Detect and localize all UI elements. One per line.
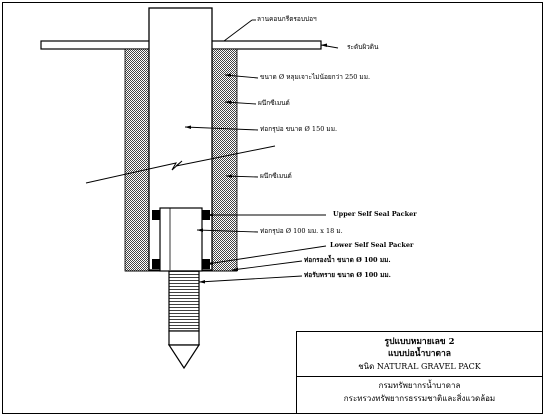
screen-pipe <box>168 270 200 332</box>
type-line: ชนิด NATURAL GRAVEL PACK <box>358 362 481 371</box>
label-sand-trap: ท่อรับทราย ขนาด Ø 100 มม. <box>304 271 391 279</box>
upper-packer-left <box>152 210 160 220</box>
label-well-platform: ลานคอนกรีตรอบบ่อฯ <box>257 15 317 23</box>
ministry-name: กระทรวงทรัพยากรธรรมชาติและสิ่งแวดล้อม <box>343 394 496 403</box>
figure-title: แบบบ่อน้ำบาดาล <box>387 349 452 359</box>
label-borehole-diameter: ขนาด Ø หลุมเจาะไม่น้อยกว่า 250 มม. <box>260 73 371 81</box>
inner-casing-100 <box>159 207 203 272</box>
break-line <box>85 145 276 184</box>
department-name: กรมทรัพยากรน้ำบาดาล <box>378 381 461 390</box>
upper-packer-right <box>202 210 210 220</box>
title-block-divider <box>297 376 542 377</box>
arrowheads <box>185 43 327 284</box>
bottom-cone <box>167 344 201 370</box>
label-ground-level: ระดับผิวดิน <box>347 43 379 51</box>
label-inner-casing: ท่อกรุบ่อ Ø 100 มม. x 18 ม. <box>260 227 343 235</box>
label-cement-seal-upper: ผนึกซีเมนต์ <box>258 99 290 107</box>
cement-seal-left <box>124 48 150 272</box>
cement-seal-right <box>211 48 238 272</box>
label-screen: ท่อกรองน้ำ ขนาด Ø 100 มม. <box>304 256 391 264</box>
label-lower-packer: Lower Self Seal Packer <box>330 241 414 249</box>
drawing-border <box>2 2 543 414</box>
lower-packer-right <box>202 259 210 269</box>
figure-number: รูปแบบหมายเลข 2 <box>384 337 455 347</box>
label-upper-packer: Upper Self Seal Packer <box>333 210 417 218</box>
leader-lines <box>184 19 339 283</box>
label-well-casing: ท่อกรุบ่อ ขนาด Ø 150 มม. <box>260 125 338 133</box>
lower-packer-left <box>152 259 160 269</box>
title-block: รูปแบบหมายเลข 2 แบบบ่อน้ำบาดาล ชนิด NATU… <box>296 331 542 413</box>
label-cement-seal-lower: ผนึกซีเมนต์ <box>260 172 292 180</box>
